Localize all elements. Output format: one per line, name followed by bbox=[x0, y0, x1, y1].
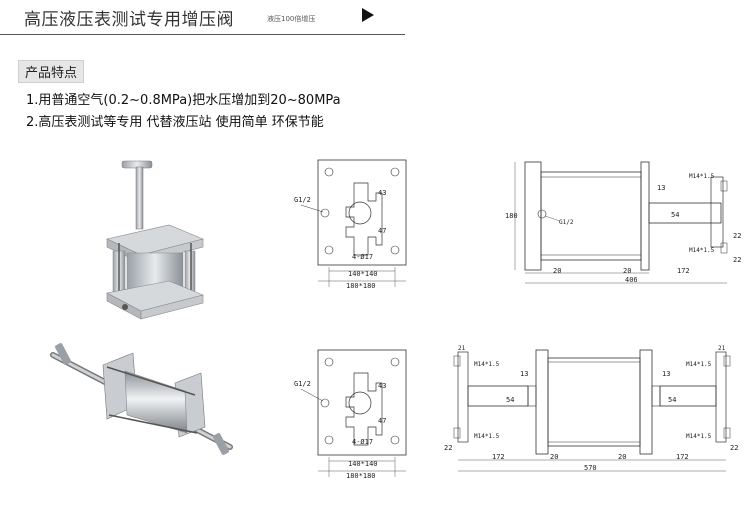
page-title: 高压液压表测试专用增压阀 bbox=[24, 10, 234, 30]
dim-label: 22 bbox=[730, 444, 738, 452]
dim-label: 20 bbox=[618, 453, 626, 461]
product-image-vertical bbox=[106, 160, 204, 320]
product-image-horizontal bbox=[50, 343, 233, 455]
dim-label: 22 bbox=[733, 232, 741, 240]
holes-label: 4-Ø17 bbox=[352, 438, 373, 446]
port-label: G1/2 bbox=[294, 380, 311, 388]
dim-label: 180 bbox=[505, 212, 518, 220]
dim-label: 13 bbox=[520, 370, 528, 378]
dim-label: 13 bbox=[657, 184, 665, 192]
thread-label: M14*1.5 bbox=[474, 433, 500, 440]
dim-label: 47 bbox=[378, 227, 386, 235]
thread-label: M14*1.5 bbox=[689, 247, 715, 254]
feature-item: 2.高压表测试等专用 代替液压站 使用简单 环保节能 bbox=[26, 115, 324, 130]
feature-item: 1.用普通空气(0.2~0.8MPa)把水压增加到20~80MPa bbox=[26, 93, 341, 108]
dim-label: 20 bbox=[550, 453, 558, 461]
dim-label: 21 bbox=[458, 345, 466, 352]
dim-label: 140*140 bbox=[348, 460, 378, 468]
dim-label: 22 bbox=[444, 444, 452, 452]
port-label: G1/2 bbox=[559, 219, 574, 226]
dim-label: 172 bbox=[676, 453, 689, 461]
dim-label: 47 bbox=[378, 417, 386, 425]
dim-label: 21 bbox=[718, 345, 726, 352]
page-subtitle: 液压100倍增压 bbox=[267, 15, 316, 23]
front-view-drawing-bottom: G1/2 43 47 4-Ø17 140*140 180*180 bbox=[294, 349, 407, 480]
dim-label: 54 bbox=[506, 396, 514, 404]
port-label: G1/2 bbox=[294, 196, 311, 204]
dim-label: 43 bbox=[378, 189, 386, 197]
header-divider bbox=[0, 34, 405, 35]
front-view-drawing-top: G1/2 43 47 4-Ø17 140*140 180*180 bbox=[294, 159, 407, 290]
dim-label: 180*180 bbox=[346, 282, 376, 290]
dim-label: 54 bbox=[668, 396, 676, 404]
thread-label: M14*1.5 bbox=[689, 173, 715, 180]
thread-label: M14*1.5 bbox=[686, 433, 712, 440]
play-icon[interactable] bbox=[362, 8, 374, 22]
dim-label: 20 bbox=[623, 267, 631, 275]
thread-label: M14*1.5 bbox=[686, 361, 712, 368]
side-view-drawing-bottom: 21 21 M14*1.5 M14*1.5 13 13 54 54 M14*1.… bbox=[444, 345, 738, 472]
features-tag: 产品特点 bbox=[18, 60, 85, 83]
holes-label: 4-Ø17 bbox=[352, 253, 373, 261]
dim-label: 406 bbox=[625, 276, 638, 284]
header: 高压液压表测试专用增压阀 液压100倍增压 bbox=[0, 0, 750, 34]
thread-label: M14*1.5 bbox=[474, 361, 500, 368]
dim-label: 54 bbox=[671, 211, 679, 219]
dim-label: 22 bbox=[733, 256, 741, 264]
dim-label: 20 bbox=[553, 267, 561, 275]
dim-label: 180*180 bbox=[346, 472, 376, 480]
dim-label: 140*140 bbox=[348, 270, 378, 278]
dim-label: 172 bbox=[492, 453, 505, 461]
dim-label: 13 bbox=[662, 370, 670, 378]
side-view-drawing-top: G1/2 13 M14*1.5 54 M14*1.5 180 20 20 172… bbox=[505, 161, 741, 284]
dim-label: 43 bbox=[378, 382, 386, 390]
dim-label: 172 bbox=[677, 267, 690, 275]
dim-label: 570 bbox=[584, 464, 597, 472]
